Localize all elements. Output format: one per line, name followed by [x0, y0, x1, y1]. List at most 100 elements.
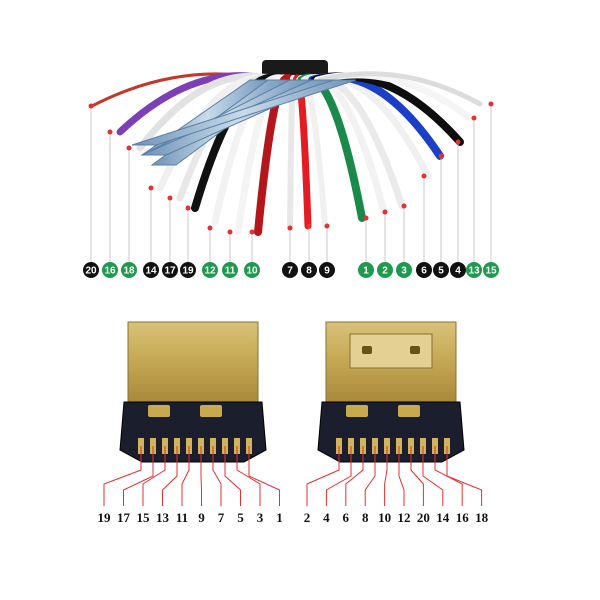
wire-badge-13: 13	[466, 262, 482, 278]
pin-label-11: 11	[176, 510, 188, 525]
wire-badge-1: 1	[358, 262, 374, 278]
connector-left-view	[119, 321, 267, 463]
wire-end-marker	[249, 229, 255, 235]
wire-badge-11: 11	[222, 262, 238, 278]
wire-end-marker	[401, 203, 407, 209]
wire-badge-15: 15	[483, 262, 499, 278]
pin-leader-line	[248, 446, 280, 506]
wire-badge-3: 3	[396, 262, 412, 278]
wire-badge-12: 12	[202, 262, 218, 278]
pin-label-12: 12	[398, 510, 411, 525]
wire-badge-circle	[301, 262, 317, 278]
pin-leader-line	[200, 446, 202, 506]
pin-label-14: 14	[436, 510, 450, 525]
pin-leader-line	[398, 446, 405, 506]
wire-badge-circle	[433, 262, 449, 278]
pin-label-15: 15	[137, 510, 151, 525]
wire-badge-8: 8	[301, 262, 317, 278]
wire-badge-label: 10	[246, 266, 258, 277]
pin-leader-line	[224, 446, 241, 506]
pin-leader-line	[384, 446, 388, 506]
pin-leader-line	[142, 446, 166, 506]
pin-label-16: 16	[456, 510, 470, 525]
wire-end-marker	[455, 139, 461, 145]
wire-badge-circle	[180, 262, 196, 278]
wire-badge-18: 18	[121, 262, 137, 278]
wire-end-marker	[167, 195, 173, 201]
wire-badge-label: 16	[104, 266, 116, 277]
wire-end-marker	[438, 153, 444, 159]
wire-badge-16: 16	[102, 262, 118, 278]
pin-label-20: 20	[417, 510, 430, 525]
connector-window	[398, 405, 420, 417]
insulated-wire	[317, 71, 483, 107]
wire-end-marker	[227, 229, 233, 235]
pin-label-6: 6	[343, 510, 350, 525]
pin-leader-line	[306, 446, 340, 506]
wire-end-marker	[126, 145, 132, 151]
wire-badge-circle	[83, 262, 99, 278]
wire-badge-6: 6	[416, 262, 432, 278]
wire-badge-circle	[143, 262, 159, 278]
pin-label-17: 17	[117, 510, 131, 525]
wire-badge-circle	[202, 262, 218, 278]
pin-leader-line	[446, 446, 483, 506]
wire-badge-circle	[450, 262, 466, 278]
wire-badge-circle	[319, 262, 335, 278]
pin-leader-line	[345, 446, 364, 506]
wire-badge-label: 7	[287, 266, 293, 277]
pin-leader-line	[236, 446, 261, 506]
wire-badge-circle	[121, 262, 137, 278]
pin-label-5: 5	[237, 510, 244, 525]
wire-end-marker	[107, 129, 113, 135]
wire-badge-label: 6	[421, 266, 427, 277]
pin-label-13: 13	[156, 510, 170, 525]
wire-badge-20: 20	[83, 262, 99, 278]
connector-window	[148, 405, 170, 417]
insulated-wire	[254, 74, 296, 236]
wire-end-marker	[382, 209, 388, 215]
pin-label-1: 1	[276, 510, 283, 525]
wire-badge-circle	[466, 262, 482, 278]
pin-label-2: 2	[304, 510, 311, 525]
pin-leader-line	[103, 446, 142, 506]
wire-badge-circle	[377, 262, 393, 278]
wire-badge-19: 19	[180, 262, 196, 278]
wire-badge-circle	[102, 262, 118, 278]
wire-badge-17: 17	[162, 262, 178, 278]
pin-leader-line	[181, 446, 190, 506]
wire-end-marker	[471, 115, 477, 121]
pin-leader-line	[410, 446, 424, 506]
wire-badge-circle	[282, 262, 298, 278]
wire-badge-label: 17	[164, 266, 176, 277]
connector-right-view	[317, 321, 465, 463]
wire-badge-label: 14	[145, 266, 157, 277]
wire-badge-circle	[483, 262, 499, 278]
wire-end-marker	[324, 223, 330, 229]
connector-gold-shell	[127, 321, 259, 403]
wire-badge-10: 10	[244, 262, 260, 278]
wire-badge-label: 1	[363, 266, 369, 277]
pin-label-3: 3	[257, 510, 264, 525]
wire-badge-circle	[416, 262, 432, 278]
wire-badge-4: 4	[450, 262, 466, 278]
wire-end-marker	[306, 223, 312, 229]
wire-badge-label: 13	[468, 266, 480, 277]
insulated-wire	[292, 74, 312, 230]
pin-label-8: 8	[362, 510, 369, 525]
wire-badge-label: 18	[123, 266, 135, 277]
wire-badge-circle	[358, 262, 374, 278]
connector-window	[346, 405, 368, 417]
pin-leader-line	[325, 446, 352, 506]
cable-wire-bundle	[90, 60, 483, 236]
wire-badge-2: 2	[377, 262, 393, 278]
wire-badge-label: 4	[455, 266, 461, 277]
pin-leader-line	[422, 446, 444, 506]
latch-hole	[362, 346, 372, 354]
wire-end-marker	[185, 205, 191, 211]
pin-label-10: 10	[378, 510, 391, 525]
latch-hole	[410, 346, 420, 354]
pin-label-4: 4	[323, 510, 330, 525]
